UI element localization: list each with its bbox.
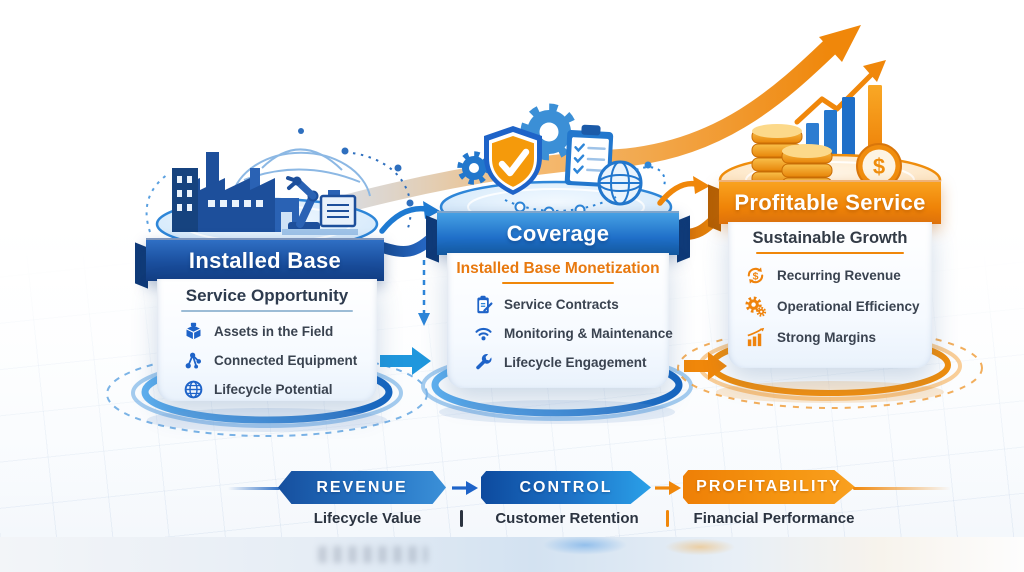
list-item-label: Operational Efficiency [777,299,920,314]
curved-arrow-blue [379,201,440,234]
pillar3-banner: Profitable Service [708,180,941,232]
globe-icon [184,380,203,399]
robot-arm-icon [286,176,320,231]
pillar1-title: Installed Base [188,247,342,273]
asset-box-icon [186,322,201,340]
globe-icon [597,160,643,206]
list-item: Operational Efficiency [728,291,932,322]
margin-chart-icon [747,327,765,347]
pillar2-panel: Installed Base Monetization Service Cont… [447,253,673,388]
list-item-label: Assets in the Field [214,324,334,339]
zigzag-growth-arrow-icon [794,60,886,125]
pillar1-subtitle: Service Opportunity [185,286,349,305]
right-arrow-orange [684,352,727,380]
list-item: Strong Margins [728,322,932,353]
pillar3-title: Profitable Service [734,190,926,215]
list-item: $ Recurring Revenue [728,260,932,291]
wrench-icon [476,353,492,370]
revenue-text-reflection [318,546,428,563]
list-item: Connected Equipment [157,346,377,375]
wifi-icon [475,327,492,341]
pillar3-subtitle: Sustainable Growth [752,229,908,247]
svg-text:$: $ [873,154,885,179]
pillar2-title: Coverage [506,221,610,246]
list-item-label: Monitoring & Maintenance [504,326,673,341]
list-item: Assets in the Field [157,317,377,346]
network-icon [185,352,202,369]
shield-check-icon [484,126,542,195]
pillar1-divider [181,310,353,312]
pillar2-banner: Coverage [426,211,690,263]
flow-step-control: CONTROL [481,471,651,504]
pillar3-divider [756,252,904,254]
pillar1-panel: Service Opportunity Assets in the Field [157,279,377,401]
flow-sublabel-lifecycle-value: Lifecycle Value [313,510,422,527]
flow-line-left [228,487,280,490]
flow-arrow-orange-icon [655,481,681,495]
flow-step-label: REVENUE [316,478,408,496]
flow-step-label: PROFITABILITY [696,478,842,495]
flow-step-revenue: REVENUE [278,471,446,504]
list-item-label: Service Contracts [504,297,619,312]
flow-arrow-blue-icon [452,481,478,495]
list-item: Lifecycle Potential [157,375,377,404]
list-item-label: Lifecycle Engagement [504,355,647,370]
list-item: Lifecycle Engagement [447,348,669,377]
curved-arrow-orange [657,176,710,206]
flow-line-right [853,487,951,490]
pillar1-banner: Installed Base [135,238,384,289]
flow-separator [666,510,669,527]
flow-sublabel-financial-performance: Financial Performance [693,510,855,527]
list-item: Service Contracts [447,290,669,319]
flow-separator [460,510,463,527]
dashed-down-arrow [418,260,430,326]
clipboard-pencil-icon [477,295,493,314]
flow-step-label: CONTROL [519,478,613,496]
flow-sublabel-customer-retention: Customer Retention [495,510,639,527]
right-arrow-blue [380,347,431,375]
list-item-label: Connected Equipment [214,353,358,368]
svg-text:$: $ [753,270,759,282]
list-item: Monitoring & Maintenance [447,319,673,348]
machine-icon [282,190,358,235]
pillar2-divider [502,282,614,284]
bottom-reflection-band [0,537,1024,572]
dotted-connection-path [145,128,414,233]
list-item-label: Lifecycle Potential [214,382,333,397]
gears-icon [745,296,767,317]
pillar2-subtitle: Installed Base Monetization [456,260,660,277]
dollar-cycle-icon: $ [747,267,764,284]
flow-step-profitability: PROFITABILITY [683,470,855,504]
list-item-label: Strong Margins [777,330,877,345]
dollar-coin-icon: $ [856,143,902,189]
list-item-label: Recurring Revenue [777,268,901,283]
pillar3-panel: Sustainable Growth $ Recurring Revenue [728,222,932,368]
